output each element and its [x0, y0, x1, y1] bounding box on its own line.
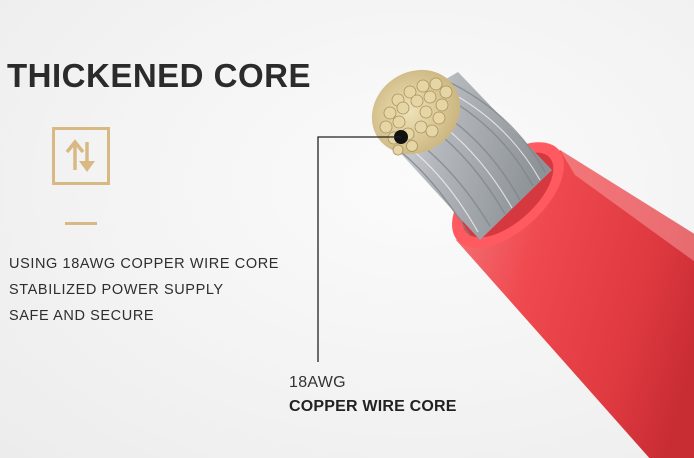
callout-leader-line: [317, 136, 401, 362]
headline: THICKENED CORE: [7, 57, 312, 94]
gold-divider: [65, 222, 97, 225]
feature-item: SAFE AND SECURE: [9, 308, 155, 324]
swap-arrows-icon: [52, 127, 110, 185]
feature-list: USING 18AWG COPPER WIRE CORE STABILIZED …: [9, 255, 279, 333]
feature-item: USING 18AWG COPPER WIRE CORE: [9, 256, 280, 272]
strand-tips: [371, 69, 461, 156]
callout-gauge: 18AWG: [289, 374, 346, 391]
feature-item: STABILIZED POWER SUPPLY: [9, 282, 224, 298]
callout-label: 18AWG COPPER WIRE CORE: [289, 373, 457, 417]
callout-material: COPPER WIRE CORE: [289, 398, 457, 415]
